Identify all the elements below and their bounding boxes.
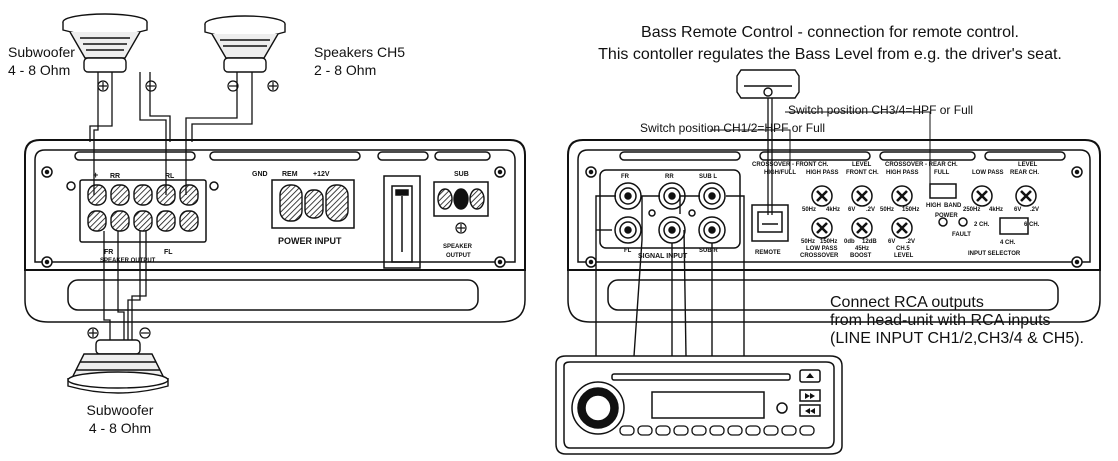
caption-switch-ch34: Switch position CH3/4=HPF or Full [788, 103, 974, 117]
speaker-wires [89, 72, 253, 340]
label-full: FULL [934, 170, 950, 176]
label-remote: REMOTE [755, 250, 781, 256]
label-front-ch: FRONT CH. [846, 170, 879, 176]
caption-bass-remote-2: This contoller regulates the Bass Level … [598, 46, 1062, 63]
head-unit-buttons[interactable] [619, 425, 815, 436]
label-speaker-sub: SPEAKER [443, 244, 473, 250]
label-input-selector: INPUT SELECTOR [968, 251, 1021, 257]
label-12db: 12dB [862, 239, 877, 245]
label-gnd: GND [252, 171, 268, 178]
left-amp-labels: + RR RL FR FL SPEAKER OUTPUT GND REM +12… [93, 170, 473, 264]
label-250hz: 250Hz [963, 207, 980, 213]
label-output-sub: OUTPUT [446, 253, 471, 259]
caption-subwoofer-bottom-ohm: 4 - 8 Ohm [88, 420, 152, 436]
prev-track-icon [805, 408, 815, 414]
speaker-ch5 [204, 15, 286, 73]
label-4khz-2: 4kHz [989, 207, 1003, 213]
label-power-input: POWER INPUT [278, 236, 342, 246]
label-rem: REM [282, 171, 298, 178]
caption-speakers-ch5-ohm: 2 - 8 Ohm [314, 62, 377, 78]
label-6ch: 6 CH. [1024, 222, 1040, 228]
power-input-terminals[interactable] [279, 184, 349, 222]
label-02v-2: .2V [1030, 207, 1039, 213]
label-sub: SUB [454, 171, 469, 178]
label-crossover-front: CROSSOVER - FRONT CH. [752, 162, 829, 168]
volume-knob[interactable] [571, 381, 625, 435]
label-power: POWER [935, 213, 958, 219]
caption-speakers-ch5: Speakers CH5 [314, 44, 406, 60]
label-2ch: 2 CH. [974, 222, 990, 228]
label-4ch: 4 CH. [1000, 240, 1016, 246]
switch-leader-lines [710, 111, 931, 184]
label-band: BAND [944, 203, 962, 209]
label-crossover-rear: CROSSOVER - REAR CH. [885, 162, 958, 168]
label-ch5: CH.5 [896, 246, 910, 252]
control-knobs[interactable] [811, 185, 1037, 239]
label-highfull: HIGH/FULL [764, 170, 796, 176]
label-6v-1: 6V [848, 207, 855, 213]
label-rca-rr: RR [665, 174, 674, 180]
plus-symbol-rr: + [93, 170, 98, 180]
label-150hz-1: 150Hz [902, 207, 919, 213]
label-0db: 0db [844, 239, 855, 245]
label-12v: +12V [313, 171, 330, 178]
eject-icon [806, 373, 814, 378]
label-high: HIGH [926, 203, 941, 209]
subwoofer-top [62, 13, 148, 73]
caption-subwoofer-bottom: Subwoofer [86, 402, 154, 418]
next-track-icon [805, 393, 815, 399]
caption-subwoofer-top-ohm: 4 - 8 Ohm [8, 62, 71, 78]
label-boost: BOOST [850, 253, 872, 259]
label-low-pass-1: LOW PASS [972, 170, 1004, 176]
label-rca-fr: FR [621, 174, 630, 180]
rca-jacks[interactable] [614, 182, 726, 244]
label-rca-subr: SUB R [699, 248, 718, 254]
label-rca-subl: SUB L [699, 174, 717, 180]
label-6v-3: 6V [888, 239, 895, 245]
caption-subwoofer-top: Subwoofer [8, 44, 75, 60]
caption-switch-ch12: Switch position CH1/2=HPF or Full [640, 121, 826, 135]
right-amp-labels: FR RR SUB L FL SUB R SIGNAL INPUT REMOTE… [621, 162, 1040, 260]
label-rl: RL [165, 173, 175, 180]
label-level-3: LEVEL [894, 253, 914, 259]
label-02v-1: .2V [866, 207, 875, 213]
label-low-pass-2: LOW PASS [806, 246, 838, 252]
label-50hz-3: 50Hz [801, 239, 815, 245]
label-signal-input: SIGNAL INPUT [638, 253, 688, 260]
label-fault: FAULT [952, 232, 971, 238]
label-level-2: LEVEL [1018, 162, 1038, 168]
label-50hz-2: 50Hz [880, 207, 894, 213]
polarity-symbols [87, 80, 467, 339]
remote-wire [767, 98, 773, 215]
label-rear-ch: REAR CH. [1010, 170, 1039, 176]
label-fr: FR [104, 249, 113, 256]
speaker-output-terminals[interactable] [87, 184, 199, 232]
label-rca-fl: FL [624, 248, 632, 254]
label-high-pass-1: HIGH PASS [806, 170, 839, 176]
subwoofer-bottom [67, 339, 169, 394]
caption-bass-remote-1: Bass Remote Control - connection for rem… [641, 24, 1019, 41]
label-50hz-1: 50Hz [802, 207, 816, 213]
head-unit-icons [805, 373, 815, 414]
left-amplifier [24, 139, 526, 323]
label-6v-2: 6V [1014, 207, 1021, 213]
bass-remote-control[interactable] [736, 69, 800, 99]
label-high-pass-2: HIGH PASS [886, 170, 919, 176]
caption-rca-3: (LINE INPUT CH1/2,CH3/4 & CH5). [830, 330, 1084, 347]
label-speaker-output: SPEAKER OUTPUT [100, 258, 156, 264]
label-level-1: LEVEL [852, 162, 872, 168]
caption-rca-1: Connect RCA outputs [830, 294, 984, 311]
sub-output-terminals[interactable] [437, 188, 485, 210]
label-45hz: 45Hz [855, 246, 869, 252]
label-rr: RR [110, 173, 120, 180]
label-02v-3: .2V [906, 239, 915, 245]
caption-rca-2: from head-unit with RCA inputs [830, 312, 1051, 329]
label-150hz-2: 150Hz [820, 239, 837, 245]
label-crossover: CROSSOVER [800, 253, 839, 259]
label-4khz-1: 4kHz [826, 207, 840, 213]
rca-cables [595, 195, 745, 357]
label-fl: FL [164, 249, 173, 256]
